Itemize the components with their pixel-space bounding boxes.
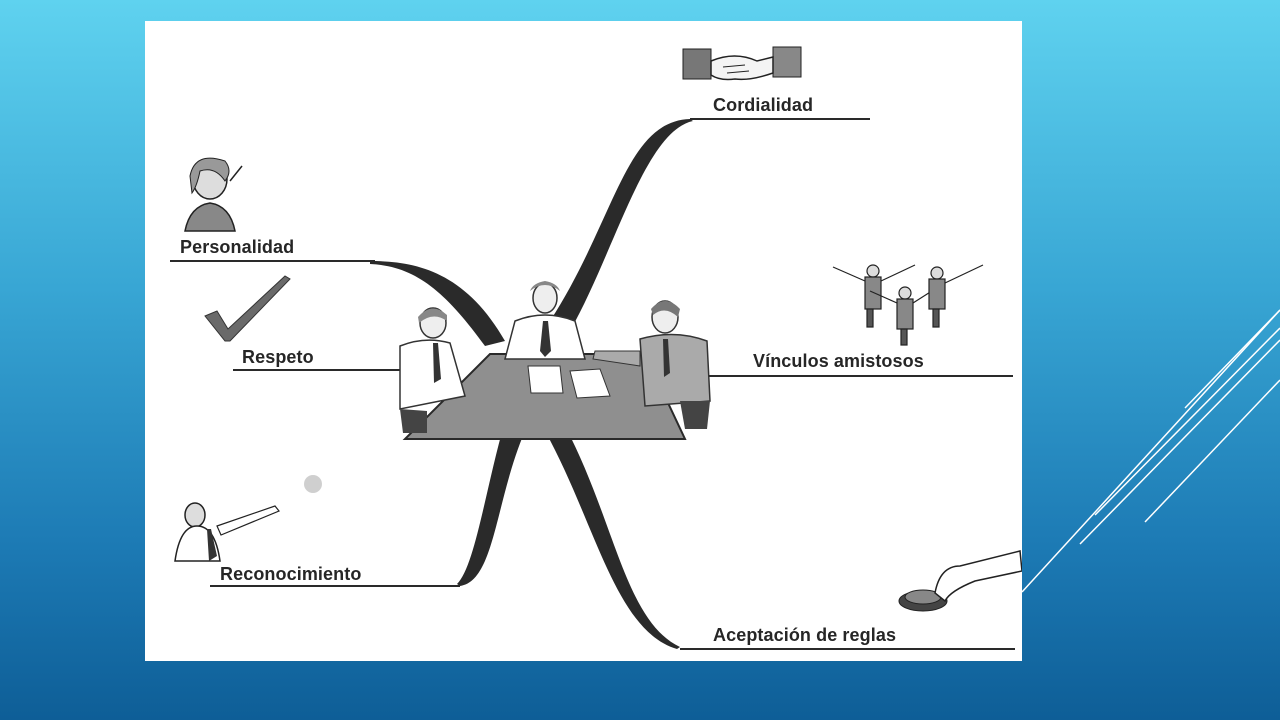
checkmark-icon <box>204 275 291 342</box>
meeting-table-illustration <box>399 281 711 440</box>
label-reconocimiento: Reconocimiento <box>220 564 362 584</box>
label-cordialidad: Cordialidad <box>713 95 814 115</box>
branch-spokes <box>370 119 693 649</box>
start-button-icon <box>898 550 1022 612</box>
woman-portrait-icon <box>184 157 243 232</box>
label-aceptacion-de-reglas: Aceptación de reglas <box>713 625 897 645</box>
handshake-icon <box>682 46 802 81</box>
pointing-man-icon <box>174 475 322 562</box>
decorative-diagonal-lines <box>1021 309 1280 593</box>
label-respeto: Respeto <box>242 347 314 367</box>
cheering-group-icon <box>832 264 984 346</box>
label-vinculos-amistosos: Vínculos amistosos <box>753 351 924 371</box>
mind-map-panel: Cordialidad Personalidad Respeto Vínculo… <box>145 21 1022 661</box>
mind-map-drawing <box>170 46 1022 650</box>
label-personalidad: Personalidad <box>180 237 295 257</box>
